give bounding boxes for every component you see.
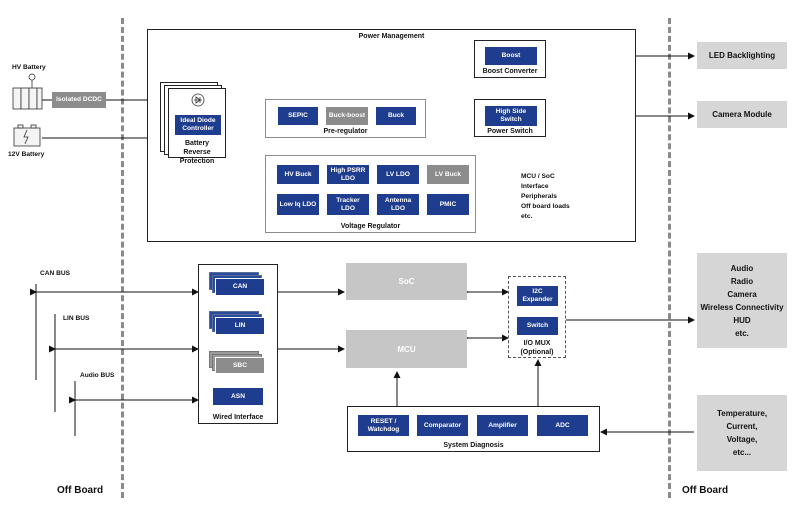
right-board-boundary: [668, 18, 671, 498]
peripherals-box: Audio Radio Camera Wireless Connectivity…: [697, 253, 787, 348]
12v-battery-label: 12V Battery: [8, 151, 45, 158]
boost-converter-group: Boost Boost Converter: [474, 40, 546, 78]
pre-regulator-group: SEPIC Buck-boost Buck Pre-regulator: [265, 99, 426, 138]
system-diagnosis-group: RESET / Watchdog Comparator Amplifier AD…: [347, 406, 600, 452]
lin-bus-label: LIN BUS: [63, 315, 90, 322]
reverse-protection-group: Ideal Diode Controller Battery Reverse P…: [168, 88, 226, 165]
isolated-dcdc-block: Isolated DCDC: [52, 92, 106, 108]
switch-block: Switch: [517, 317, 558, 335]
ideal-diode-controller-block: Ideal Diode Controller: [175, 115, 221, 135]
hv-battery-label: HV Battery: [12, 64, 46, 71]
lv-ldo-block: LV LDO: [377, 165, 419, 184]
lv-buck-block: LV Buck: [427, 165, 469, 184]
pmic-block: PMIC: [427, 194, 469, 215]
buck-boost-block: Buck-boost: [326, 107, 368, 125]
adc-block: ADC: [537, 415, 588, 436]
boost-block: Boost: [485, 47, 537, 65]
low-iq-ldo-block: Low Iq LDO: [277, 194, 319, 215]
asn-block: ASN: [213, 388, 263, 405]
off-board-right-label: Off Board: [682, 485, 729, 496]
antenna-ldo-block: Antenna LDO: [377, 194, 419, 215]
buck-block: Buck: [376, 107, 416, 125]
tracker-ldo-block: Tracker LDO: [327, 194, 369, 215]
pre-regulator-caption: Pre-regulator: [323, 128, 368, 135]
io-mux-group: I2C Expander Switch I/O MUX (Optional): [508, 276, 566, 358]
boost-converter-caption: Boost Converter: [482, 68, 538, 75]
left-board-boundary: [121, 18, 124, 498]
soc-block: SoC: [346, 263, 467, 300]
system-diagnosis-caption: System Diagnosis: [443, 442, 504, 449]
high-psrr-ldo-block: High PSRR LDO: [327, 165, 369, 184]
reset-watchdog-block: RESET / Watchdog: [358, 415, 409, 436]
power-switch-caption: Power Switch: [487, 128, 533, 135]
camera-module-box: Camera Module: [697, 101, 787, 128]
voltage-regulator-caption: Voltage Regulator: [340, 223, 401, 230]
off-board-left-label: Off Board: [57, 485, 104, 496]
battery-reverse-protection-caption: Battery Reverse Protection: [179, 140, 215, 165]
sbc-block: SBC: [215, 357, 265, 374]
sepic-block: SEPIC: [278, 107, 318, 125]
wired-interface-group: CAN LIN SBC ASN Wired Interface: [198, 264, 278, 424]
hv-battery-icon: [12, 73, 43, 110]
amplifier-block: Amplifier: [477, 415, 528, 436]
regulator-outputs-text: MCU / SoC Interface Peripherals Off boar…: [521, 173, 570, 220]
i2c-expander-block: I2C Expander: [517, 286, 558, 306]
io-mux-caption: I/O MUX (Optional): [520, 340, 554, 356]
power-management-title: Power Management: [358, 33, 425, 40]
led-backlighting-box: LED Backlighting: [697, 42, 787, 69]
comparator-block: Comparator: [417, 415, 468, 436]
12v-battery-icon: [13, 124, 41, 147]
high-side-switch-block: High Side Switch: [485, 106, 537, 126]
hv-buck-block: HV Buck: [277, 165, 319, 184]
diode-icon: [191, 93, 205, 107]
lin-block: LIN: [215, 317, 265, 335]
can-block: CAN: [215, 278, 265, 296]
can-bus-label: CAN BUS: [40, 270, 71, 277]
sensors-box: Temperature, Current, Voltage, etc...: [697, 395, 787, 471]
wired-interface-caption: Wired Interface: [212, 414, 264, 421]
voltage-regulator-group: HV Buck High PSRR LDO LV LDO LV Buck Low…: [265, 155, 476, 233]
audio-bus-label: Audio BUS: [80, 372, 115, 379]
mcu-block: MCU: [346, 330, 467, 368]
power-switch-group: High Side Switch Power Switch: [474, 99, 546, 137]
